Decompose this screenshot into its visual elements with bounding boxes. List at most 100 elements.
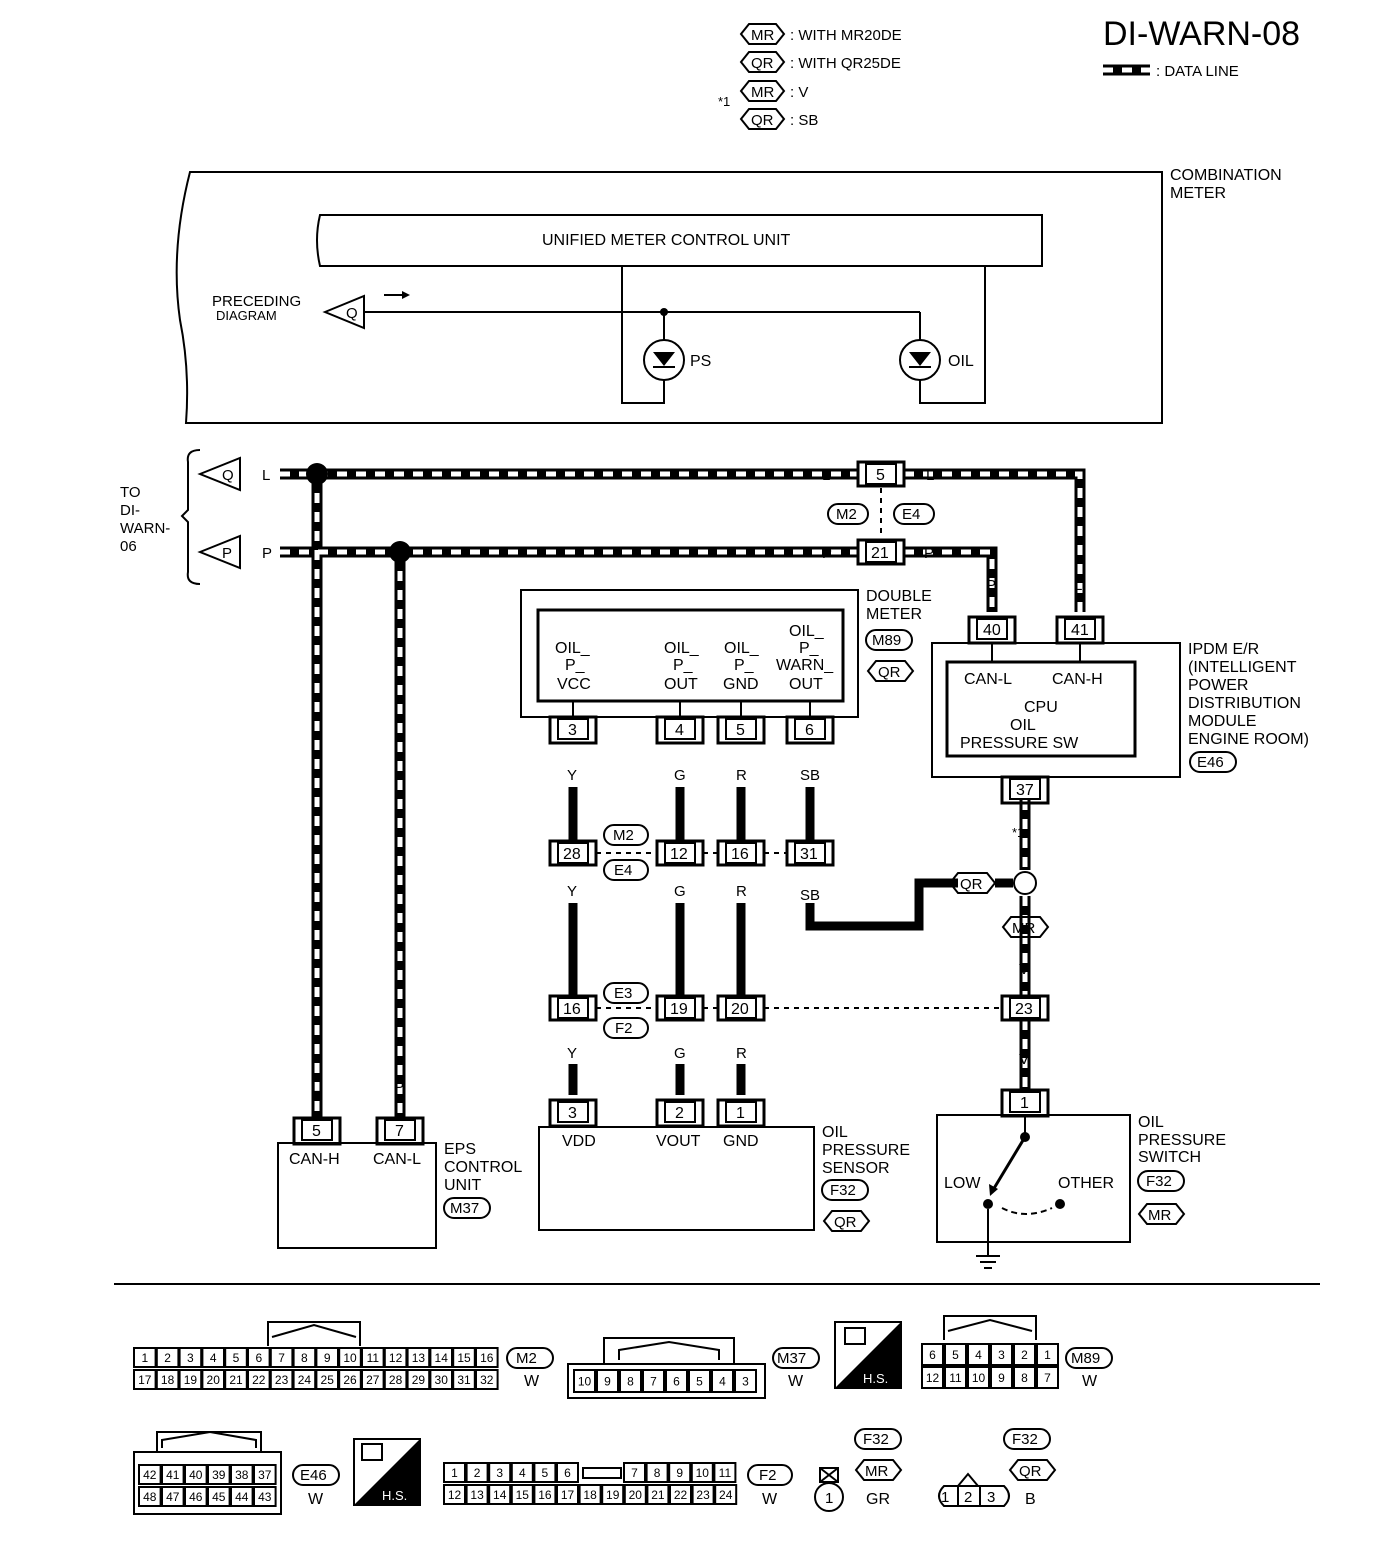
connector-f32-mr: F32 MR 1 GR xyxy=(814,1428,903,1512)
connector-cavity xyxy=(406,1369,431,1390)
svg-text:(INTELLIGENT: (INTELLIGENT xyxy=(1188,659,1297,676)
connector-pin-number: 24 xyxy=(298,1373,312,1387)
connector-cavity xyxy=(230,1486,254,1507)
to-p-tag: P xyxy=(197,534,241,570)
preceding-diagram-1: PRECEDING xyxy=(212,293,301,310)
connector-cavity xyxy=(338,1369,362,1390)
connector-pin-number: 7 xyxy=(650,1374,657,1388)
connector-pin-number: 42 xyxy=(143,1468,157,1482)
svg-text:W: W xyxy=(788,1373,804,1390)
connector-pin-number: 1 xyxy=(451,1466,458,1480)
connector-pin-number: 25 xyxy=(321,1373,335,1387)
connector-cavity xyxy=(734,1369,757,1393)
connector-pin-number: 48 xyxy=(143,1490,157,1504)
svg-text:W: W xyxy=(762,1491,778,1508)
connector-pin-number: 9 xyxy=(998,1371,1005,1385)
connector-cavity xyxy=(338,1347,362,1368)
svg-text:3: 3 xyxy=(987,1489,995,1506)
svg-text:F32: F32 xyxy=(1012,1431,1038,1448)
wire-l-3: L xyxy=(926,467,934,484)
connector-cavity xyxy=(623,1484,647,1505)
svg-text:F2: F2 xyxy=(759,1467,777,1484)
connector-cavity xyxy=(668,1462,692,1483)
svg-text:OIL: OIL xyxy=(1010,717,1036,734)
connector-pin-number: 18 xyxy=(583,1488,597,1502)
connector-pin-number: 29 xyxy=(412,1373,426,1387)
svg-text:P_: P_ xyxy=(673,657,694,674)
connector-pin-number: 20 xyxy=(629,1488,643,1502)
svg-text:DI-: DI- xyxy=(120,502,140,519)
connector-cavity xyxy=(133,1347,157,1368)
svg-text:M2: M2 xyxy=(516,1350,537,1367)
svg-text:23: 23 xyxy=(1015,1001,1033,1018)
svg-text:GR: GR xyxy=(866,1491,890,1508)
harness-side-icon-2: H.S. xyxy=(353,1438,421,1506)
svg-text:16: 16 xyxy=(731,846,749,863)
connector-pin-number: 2 xyxy=(1021,1348,1028,1362)
connector-cavity xyxy=(990,1366,1013,1389)
connector-pin-number: 10 xyxy=(578,1374,592,1388)
connector-pin-number: 19 xyxy=(184,1373,198,1387)
joint-connector-m2-e4-top: 5 21 M2 E4 xyxy=(827,460,935,566)
connector-pin-number: 17 xyxy=(561,1488,575,1502)
svg-text:20: 20 xyxy=(731,1001,749,1018)
unified-meter-unit-box xyxy=(316,214,1043,267)
svg-text:R: R xyxy=(736,767,747,784)
connector-cavity xyxy=(443,1484,466,1505)
svg-text:28: 28 xyxy=(563,846,581,863)
svg-text:MR: MR xyxy=(751,27,774,44)
oil-lamp-label: OIL xyxy=(948,353,974,370)
svg-text:SB: SB xyxy=(800,887,820,904)
connector-pin-number: 17 xyxy=(138,1373,152,1387)
connector-pin-number: 39 xyxy=(212,1468,226,1482)
svg-text:CPU: CPU xyxy=(1024,699,1058,716)
connector-pin-number: 11 xyxy=(949,1371,962,1385)
joint-connector-m2-e4-mid: 28 12 16 31 M2 E4 xyxy=(548,824,835,881)
connector-cavity xyxy=(1013,1366,1036,1389)
connector-cavity xyxy=(269,1369,294,1390)
svg-text:POWER: POWER xyxy=(1188,677,1248,694)
svg-text:Y: Y xyxy=(567,1045,577,1062)
can-data-lines xyxy=(280,463,1086,1120)
connector-pin-number: 8 xyxy=(301,1351,308,1365)
svg-text:OIL_: OIL_ xyxy=(555,640,591,657)
connector-pin-number: 14 xyxy=(435,1351,449,1365)
connector-pin-number: 15 xyxy=(516,1488,530,1502)
svg-text:WARN_: WARN_ xyxy=(776,657,834,674)
connector-pin-number: 9 xyxy=(676,1466,683,1480)
combination-meter-title-2: METER xyxy=(1170,185,1226,202)
connector-pin-number: 5 xyxy=(542,1466,549,1480)
svg-text:G: G xyxy=(674,883,686,900)
svg-text:LOW: LOW xyxy=(944,1175,981,1192)
connector-pin-number: 23 xyxy=(696,1488,710,1502)
svg-text:QR: QR xyxy=(1019,1463,1042,1480)
svg-text:R: R xyxy=(736,1045,747,1062)
connector-pin-number: 3 xyxy=(187,1351,194,1365)
svg-text:QR: QR xyxy=(834,1214,857,1231)
connector-pin-number: 46 xyxy=(189,1490,203,1504)
connector-cavity xyxy=(224,1347,248,1368)
connector-pin-number: 6 xyxy=(929,1348,936,1362)
connector-cavity xyxy=(1036,1366,1059,1389)
svg-text:1: 1 xyxy=(941,1489,949,1506)
svg-text:Y: Y xyxy=(567,767,577,784)
svg-text:MR: MR xyxy=(1012,920,1035,937)
connector-cavity xyxy=(207,1486,231,1507)
svg-text:CAN-H: CAN-H xyxy=(289,1151,340,1168)
connector-cavity xyxy=(361,1369,385,1390)
connector-pin-number: 45 xyxy=(212,1490,226,1504)
connector-cavity xyxy=(247,1369,271,1390)
connector-cavity xyxy=(967,1366,990,1389)
svg-text:CAN-L: CAN-L xyxy=(964,671,1012,688)
connector-cavity xyxy=(201,1369,225,1390)
svg-text:M2: M2 xyxy=(613,827,634,844)
connector-pin-number: 8 xyxy=(627,1374,634,1388)
svg-text:ENGINE ROOM): ENGINE ROOM) xyxy=(1188,731,1309,748)
legend-mr-text: : WITH MR20DE xyxy=(790,27,902,44)
svg-text:PRESSURE: PRESSURE xyxy=(1138,1132,1226,1149)
svg-text:E46: E46 xyxy=(1197,754,1224,771)
connector-pin-number: 24 xyxy=(719,1488,733,1502)
legend-qr-tag-2: QR xyxy=(739,108,786,130)
